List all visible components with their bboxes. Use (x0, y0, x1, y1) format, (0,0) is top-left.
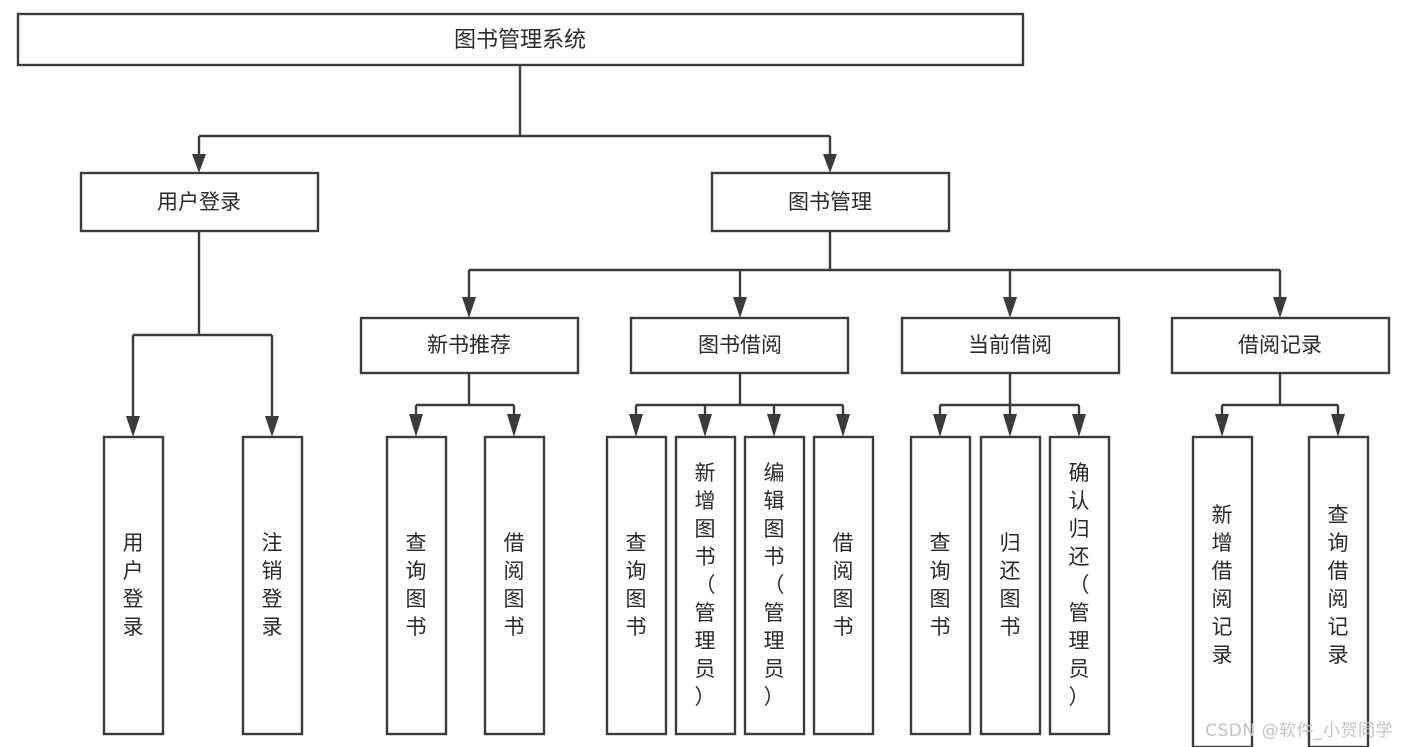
node-leaf-current-borrow-1-box[interactable] (909, 435, 972, 736)
node-leaf-borrow-records-2[interactable]: 查询借阅记录 (1307, 435, 1370, 747)
node-leaf-book-borrow-4[interactable]: 借阅图书 (812, 435, 875, 736)
arrow-book-borrow-to-leaf-3 (767, 414, 781, 437)
arrow-user-login-to-leaf-2 (265, 416, 279, 437)
node-book-borrow-label: 图书借阅 (698, 333, 782, 357)
node-leaf-borrow-records-1-label: 新增借阅记录 (1212, 503, 1233, 667)
node-leaf-user-login-2[interactable]: 注销登录 (241, 435, 304, 736)
node-user-login-box[interactable] (79, 171, 320, 233)
node-leaf-current-borrow-2[interactable]: 归还图书 (979, 435, 1042, 736)
arrow-current-borrow-to-leaf-1 (933, 414, 947, 437)
node-leaf-current-borrow-3-label: 确认归还（管理员） (1069, 461, 1090, 709)
node-leaf-borrow-records-1[interactable]: 新增借阅记录 (1191, 435, 1254, 747)
node-book-mgmt-label: 图书管理 (788, 190, 872, 214)
node-leaf-book-borrow-3-label: 编辑图书（管理员） (764, 461, 785, 709)
node-leaf-book-borrow-4-box[interactable] (812, 435, 875, 736)
node-book-borrow[interactable]: 图书借阅 (629, 316, 850, 375)
arrow-book-borrow-to-leaf-1 (629, 414, 643, 437)
node-book-mgmt-box[interactable] (710, 171, 951, 233)
node-leaf-user-login-2-label: 注销登录 (262, 531, 283, 639)
node-leaf-borrow-records-2-box[interactable] (1307, 435, 1370, 747)
node-leaf-book-borrow-3[interactable]: 编辑图书（管理员） (743, 435, 806, 736)
arrow-book-mgmt-to-book-borrow (733, 297, 747, 318)
arrow-borrow-records-to-leaf-1 (1215, 414, 1229, 437)
node-leaf-book-borrow-3-box[interactable] (743, 435, 806, 736)
node-leaf-current-borrow-3[interactable]: 确认归还（管理员） (1048, 435, 1111, 736)
node-leaf-user-login-2-box[interactable] (241, 435, 304, 736)
node-root-box[interactable] (16, 12, 1025, 67)
node-book-mgmt[interactable]: 图书管理 (710, 171, 951, 233)
node-user-login[interactable]: 用户登录 (79, 171, 320, 233)
node-leaf-current-borrow-3-box[interactable] (1048, 435, 1111, 736)
node-leaf-borrow-records-2-label: 查询借阅记录 (1328, 503, 1349, 667)
node-borrow-records[interactable]: 借阅记录 (1170, 316, 1391, 375)
node-leaf-new-books-1[interactable]: 查询图书 (385, 435, 448, 736)
node-leaf-book-borrow-1-box[interactable] (605, 435, 668, 736)
node-leaf-book-borrow-1[interactable]: 查询图书 (605, 435, 668, 736)
arrow-book-mgmt-to-current-borrow (1003, 297, 1017, 318)
node-leaf-current-borrow-1[interactable]: 查询图书 (909, 435, 972, 736)
arrow-new-books-to-leaf-2 (507, 414, 521, 437)
node-leaf-new-books-2-label: 借阅图书 (504, 531, 525, 639)
node-root-label: 图书管理系统 (454, 28, 586, 53)
arrow-book-mgmt-to-new-books (462, 297, 476, 318)
node-leaf-user-login-1[interactable]: 用户登录 (102, 435, 165, 736)
node-borrow-records-box[interactable] (1170, 316, 1391, 375)
node-leaf-new-books-1-box[interactable] (385, 435, 448, 736)
node-new-books-label: 新书推荐 (427, 333, 511, 357)
node-leaf-book-borrow-1-label: 查询图书 (626, 531, 647, 639)
connector-layer (126, 65, 1345, 437)
node-leaf-current-borrow-1-label: 查询图书 (930, 531, 951, 639)
node-new-books-box[interactable] (359, 316, 580, 375)
node-current-borrow-label: 当前借阅 (968, 333, 1052, 357)
arrow-book-borrow-to-leaf-2 (698, 414, 712, 437)
node-leaf-borrow-records-1-box[interactable] (1191, 435, 1254, 747)
node-leaf-book-borrow-2-box[interactable] (674, 435, 737, 736)
node-root[interactable]: 图书管理系统 (16, 12, 1025, 67)
arrow-new-books-to-leaf-1 (409, 414, 423, 437)
arrow-book-borrow-to-leaf-4 (836, 414, 850, 437)
node-leaf-book-borrow-2[interactable]: 新增图书（管理员） (674, 435, 737, 736)
arrow-borrow-records-to-leaf-2 (1331, 414, 1345, 437)
arrow-root-to-book-mgmt (823, 154, 837, 173)
node-current-borrow[interactable]: 当前借阅 (900, 316, 1121, 375)
arrow-book-mgmt-to-borrow-records (1273, 297, 1287, 318)
node-leaf-book-borrow-2-label: 新增图书（管理员） (695, 461, 716, 709)
node-leaf-current-borrow-2-label: 归还图书 (1000, 531, 1021, 639)
node-user-login-label: 用户登录 (157, 190, 241, 214)
node-new-books[interactable]: 新书推荐 (359, 316, 580, 375)
node-leaf-new-books-2[interactable]: 借阅图书 (483, 435, 546, 736)
arrow-root-to-user-login (192, 154, 206, 173)
node-current-borrow-box[interactable] (900, 316, 1121, 375)
node-leaf-new-books-2-box[interactable] (483, 435, 546, 736)
arrow-current-borrow-to-leaf-3 (1072, 414, 1086, 437)
arrow-current-borrow-to-leaf-2 (1003, 414, 1017, 437)
node-leaf-new-books-1-label: 查询图书 (406, 531, 427, 639)
node-leaf-current-borrow-2-box[interactable] (979, 435, 1042, 736)
arrow-user-login-to-leaf-1 (126, 416, 140, 437)
node-leaf-book-borrow-4-label: 借阅图书 (833, 531, 854, 639)
node-book-borrow-box[interactable] (629, 316, 850, 375)
node-leaf-user-login-1-label: 用户登录 (123, 531, 144, 639)
node-borrow-records-label: 借阅记录 (1238, 333, 1322, 357)
node-leaf-user-login-1-box[interactable] (102, 435, 165, 736)
